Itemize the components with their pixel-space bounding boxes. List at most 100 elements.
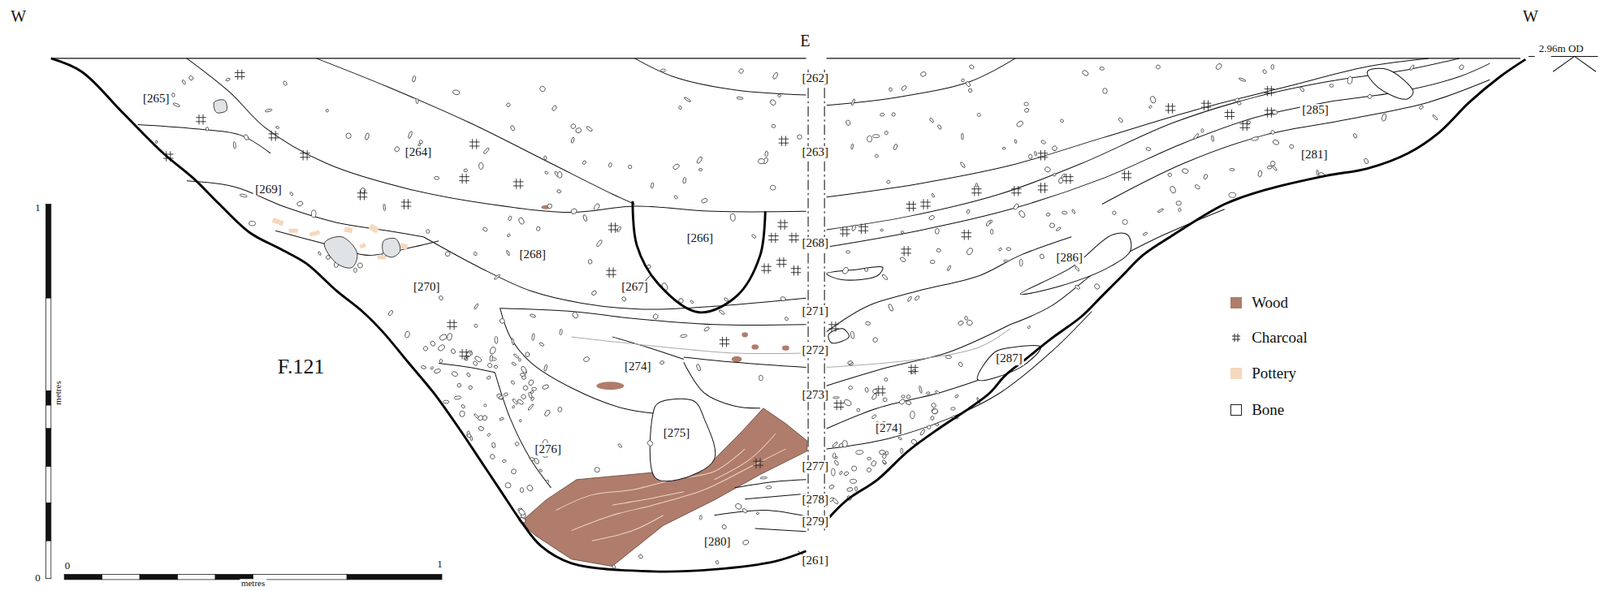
stone <box>525 351 531 357</box>
stone <box>998 247 1003 252</box>
stone <box>832 453 836 459</box>
stone <box>730 213 736 221</box>
charcoal-mark <box>1264 107 1276 118</box>
stone <box>1006 246 1012 251</box>
stone <box>975 182 978 187</box>
stone <box>874 154 879 159</box>
context-number: [275] <box>661 427 692 441</box>
stone <box>741 508 748 515</box>
stone <box>296 200 304 208</box>
scale-segment <box>46 204 52 299</box>
legend-item: Pottery <box>1230 364 1297 383</box>
stone <box>1071 208 1076 214</box>
stone <box>459 410 466 418</box>
stone <box>452 89 461 96</box>
layer-boundary <box>683 362 761 409</box>
stone <box>474 355 483 364</box>
stone <box>430 366 434 370</box>
charcoal-mark <box>858 223 870 234</box>
charcoal-mark <box>458 173 470 185</box>
stone <box>1193 133 1199 140</box>
grain-line <box>612 492 684 506</box>
stone <box>864 321 871 326</box>
stone <box>239 194 248 199</box>
bone-fragment <box>324 236 358 269</box>
stones <box>155 62 1465 570</box>
stone <box>673 194 678 199</box>
stone <box>851 98 856 106</box>
stone <box>1288 143 1294 149</box>
charcoal-mark <box>906 201 917 212</box>
stone <box>834 459 840 467</box>
stone <box>905 400 912 406</box>
stone <box>364 132 370 140</box>
pottery-sherd <box>377 255 386 260</box>
stone <box>583 356 591 364</box>
stone <box>506 233 511 238</box>
context-number: [261] <box>800 554 831 568</box>
stone <box>248 220 256 226</box>
feature-number: F.121 <box>276 356 327 379</box>
stone <box>1155 64 1161 70</box>
stone <box>498 317 506 325</box>
charcoal-mark <box>719 337 731 348</box>
stone <box>646 440 654 448</box>
stone <box>505 102 511 108</box>
stone <box>900 230 905 235</box>
leader-line <box>643 276 807 558</box>
stone <box>478 162 484 170</box>
stone <box>1210 135 1215 143</box>
stone <box>289 191 295 196</box>
faint-boundary <box>571 337 807 355</box>
stone <box>1236 100 1242 106</box>
layer-boundary <box>755 528 807 532</box>
stone <box>444 250 451 257</box>
stone <box>832 396 839 399</box>
wood-fragment <box>741 332 749 338</box>
charcoal-mark <box>791 265 802 277</box>
stone <box>700 197 709 204</box>
stone <box>828 484 835 489</box>
stone <box>965 246 973 256</box>
stone <box>242 134 249 141</box>
context-number: [273] <box>800 389 831 403</box>
context-number: [279] <box>800 515 831 529</box>
stone <box>964 81 971 88</box>
stone <box>920 71 927 78</box>
stone <box>929 117 935 124</box>
stone <box>899 256 907 264</box>
stone <box>926 424 932 430</box>
stone <box>582 160 587 165</box>
context-number: [286] <box>1054 251 1085 265</box>
stone <box>489 354 493 363</box>
stone <box>491 442 496 449</box>
stone <box>514 441 520 447</box>
stone <box>718 309 726 316</box>
layer-boundary <box>500 308 807 326</box>
stone <box>1176 200 1182 206</box>
context-number: [262] <box>800 72 831 86</box>
stone <box>757 158 766 165</box>
stone <box>596 239 603 248</box>
context-number: [268] <box>518 248 549 262</box>
stone <box>1270 129 1276 135</box>
stone <box>682 177 687 184</box>
charcoal-mark <box>1063 173 1074 185</box>
stone <box>510 380 516 385</box>
stone <box>1043 166 1051 173</box>
stone <box>494 336 498 344</box>
stone <box>780 296 787 302</box>
stone <box>756 512 760 515</box>
scale-number: 0 <box>63 560 73 572</box>
stone <box>507 216 512 222</box>
pottery-sherd <box>358 242 367 249</box>
stone <box>518 508 527 517</box>
stone <box>784 316 790 322</box>
stone <box>1122 219 1128 225</box>
pottery-sherd <box>399 242 408 250</box>
legend-swatch <box>1230 367 1242 380</box>
stone <box>520 393 528 401</box>
stone <box>650 182 654 189</box>
stone <box>879 112 885 117</box>
stone <box>472 360 479 367</box>
